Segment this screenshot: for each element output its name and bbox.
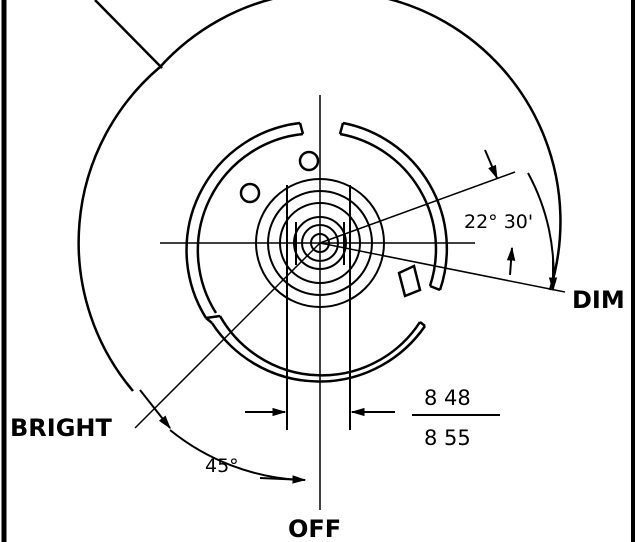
- label-bright: BRIGHT: [10, 414, 112, 442]
- housing-rings: [185, 121, 449, 383]
- label-dim-bottom: 8 55: [424, 426, 471, 450]
- leader-line: [94, 0, 163, 69]
- angle-arrows-small: [484, 149, 558, 292]
- label-angle-45: 45°: [205, 455, 239, 477]
- outer-dial-arc: [159, 0, 562, 291]
- label-angle-22-30: 22° 30': [464, 211, 533, 233]
- mount-hole-2: [239, 182, 261, 204]
- mount-hole-1: [298, 150, 320, 172]
- detent-tab: [397, 264, 422, 298]
- outer-dial-arc-lower: [77, 66, 161, 392]
- label-off: OFF: [288, 515, 341, 542]
- label-dim: DIM: [572, 286, 625, 314]
- shaft-dimension-arrows: [245, 407, 500, 417]
- angle-arrows-large: [139, 389, 307, 484]
- label-dim-top: 8 48: [424, 386, 471, 410]
- center-lines: [134, 95, 566, 510]
